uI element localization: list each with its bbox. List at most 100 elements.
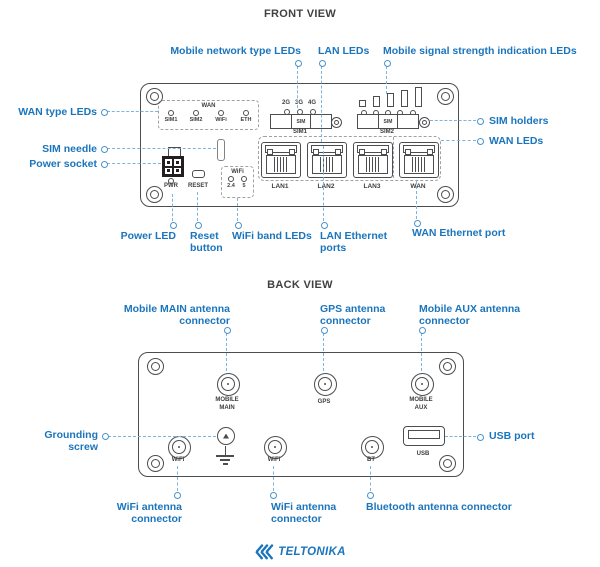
callout-wan-ethernet-port: WAN Ethernet port [412,227,506,239]
leader-dot-icon [419,327,426,334]
wan-port [399,142,439,178]
leader-line [441,140,476,141]
lan3-port [353,142,393,178]
callout-wifi-antenna-1: WiFi antenna connector [116,501,182,526]
wan-type-led-group: WAN SIM1 SIM2 WiFi ETH [158,100,259,130]
bt-label: BT [367,457,375,463]
sim-slot-label: SIM [292,115,311,128]
leader-line [197,192,198,221]
led-label: WiFi [215,117,227,123]
callout-power-led: Power LED [120,230,176,242]
leader-line [321,66,322,142]
callout-wifi-band-leds: WiFi band LEDs [232,230,312,242]
corner-screw-icon [438,454,456,472]
mobile-aux-antenna-connector [410,372,434,396]
mobile-type-led-label: 4G [307,100,317,106]
leader-dot-icon [321,222,328,229]
leader-dot-icon [235,222,242,229]
callout-wan-type-leds: WAN type LEDs [18,106,97,118]
leader-line [107,163,161,164]
mobile-type-led-label: 2G [281,100,291,106]
corner-screw-icon [146,357,164,375]
callout-signal-strength-leds: Mobile signal strength indication LEDs [383,45,577,57]
mobile-type-led-label: 3G [294,100,304,106]
reset-label: RESET [187,183,209,189]
port-label: LAN1 [271,183,289,190]
leader-line [323,333,324,371]
leader-dot-icon [295,60,302,67]
signal-strength-bars-icon [359,87,422,107]
led-icon [168,110,174,116]
leader-line [172,194,173,221]
sim1-label: SIM1 [292,129,308,135]
port-label: WAN [410,183,426,190]
leader-dot-icon [102,433,109,440]
screw-icon [419,117,430,128]
pwr-label: PWR [164,183,178,189]
leader-line [323,146,324,221]
corner-screw-icon [436,87,454,105]
callout-gps-antenna: GPS antenna connector [320,303,386,328]
leader-dot-icon [477,118,484,125]
port-label: LAN2 [317,183,335,190]
leader-dot-icon [477,434,484,441]
leader-line [421,333,422,371]
leader-line [107,111,158,112]
back-view-title: BACK VIEW [267,279,333,291]
wifi-antenna-connector-2 [263,435,287,459]
leader-line [297,66,298,108]
callout-reset-button: Reset button [190,230,223,255]
lan2-port [307,142,347,178]
front-view-title: FRONT VIEW [263,8,337,20]
leader-line [108,436,216,437]
callout-usb-port: USB port [489,430,535,442]
brand-logo: TELTONIKA [0,544,600,560]
usb-label: USB [416,451,430,457]
power-socket [162,156,184,177]
callout-wan-leds: WAN LEDs [489,135,544,147]
leader-line [107,148,216,149]
callout-mobile-network-type-leds: Mobile network type LEDs [170,45,301,57]
callout-bluetooth-antenna: Bluetooth antenna connector [366,501,512,513]
led-label: SIM2 [189,117,203,123]
led-label: ETH [240,117,252,123]
leader-dot-icon [224,327,231,334]
usb-port [403,426,445,446]
grounding-screw-icon [217,427,235,445]
leader-dot-icon [477,138,484,145]
teltonika-chevrons-icon [255,544,274,560]
ground-symbol-icon [224,446,226,455]
leader-dot-icon [384,60,391,67]
leader-dot-icon [319,60,326,67]
callout-lan-ethernet-ports: LAN Ethernet ports [320,230,388,255]
mobile-main-antenna-connector [216,372,240,396]
callout-power-socket: Power socket [29,158,97,170]
sim-slot-label: SIM [379,115,398,128]
callout-lan-leds: LAN LEDs [318,45,370,57]
gps-antenna-connector [313,372,337,396]
corner-screw-icon [146,454,164,472]
ethernet-port-group [258,136,441,181]
wifi-antenna-connector-1 [167,435,191,459]
led-icon [243,110,249,116]
leader-dot-icon [101,109,108,116]
leader-dot-icon [321,327,328,334]
wifi2-label: WiFi [267,457,281,463]
leader-dot-icon [101,146,108,153]
sim-needle-icon [217,139,225,161]
port-label: LAN3 [363,183,381,190]
callout-mobile-main-antenna: Mobile MAIN antenna connector [123,303,230,328]
wan-group-title: WAN [201,103,216,109]
leader-dot-icon [101,161,108,168]
gps-label: GPS [317,399,331,405]
leader-line [386,66,387,94]
callout-wifi-antenna-2: WiFi antenna connector [271,501,337,526]
ground-symbol-icon [220,459,230,461]
leader-line [416,181,417,219]
corner-screw-icon [438,357,456,375]
led-icon [241,176,247,182]
leader-line [177,466,178,491]
mobile-main-label: MOBILE MAIN [215,397,239,411]
wifi-group-title: WiFi [231,169,244,175]
callout-grounding-screw: Grounding screw [44,429,98,454]
